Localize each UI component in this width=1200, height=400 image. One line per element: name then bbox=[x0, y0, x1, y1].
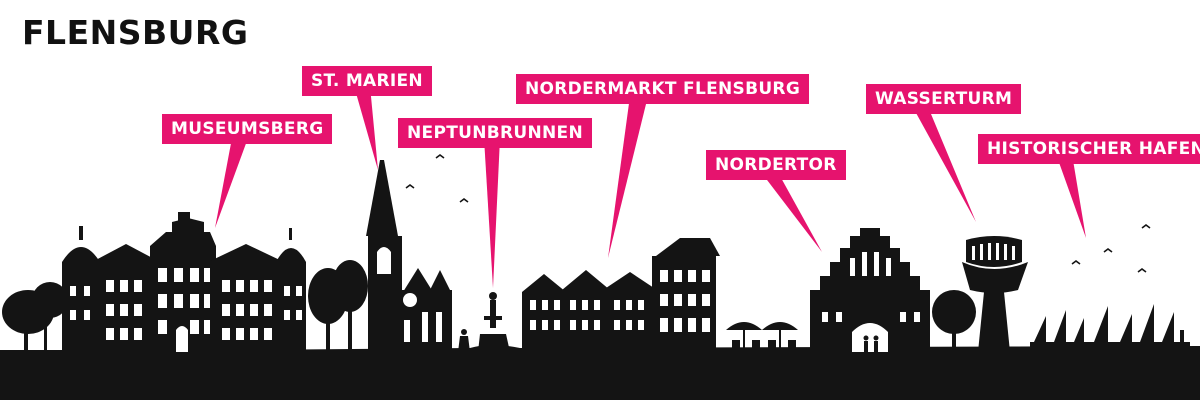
label-wasserturm: WASSERTURM bbox=[866, 84, 1022, 114]
pointer-st-marien bbox=[354, 86, 378, 170]
pointer-hafen bbox=[1056, 154, 1086, 238]
wasserturm-details bbox=[972, 243, 1015, 260]
pointer-nordermarkt bbox=[608, 96, 648, 258]
skyline-silhouette bbox=[0, 154, 1200, 400]
pointer-neptunbrunnen bbox=[484, 138, 500, 288]
sailboats-icon bbox=[1030, 304, 1190, 350]
tree-left-icon bbox=[2, 282, 68, 352]
wasserturm-icon bbox=[962, 236, 1028, 352]
pointer-museumsberg bbox=[215, 138, 248, 228]
pointer-nordertor bbox=[764, 176, 822, 252]
label-museumsberg: MUSEUMSBERG bbox=[162, 114, 333, 144]
pedestrian-icon bbox=[458, 329, 470, 352]
neptunbrunnen-fountain-icon bbox=[478, 292, 510, 352]
st-marien-windows bbox=[377, 247, 442, 342]
label-hafen: HISTORISCHER HAFEN bbox=[978, 134, 1200, 164]
tree-middle-icon bbox=[308, 260, 368, 352]
label-st-marien: ST. MARIEN bbox=[302, 66, 432, 96]
museumsberg-windows bbox=[70, 268, 302, 352]
page-title: FLENSBURG bbox=[22, 13, 249, 52]
pointer-wasserturm bbox=[910, 102, 976, 222]
label-pointers bbox=[215, 86, 1086, 288]
birds-icon bbox=[405, 154, 1151, 273]
tree-right-icon bbox=[932, 290, 976, 352]
label-nordermarkt: NORDERMARKT FLENSBURG bbox=[516, 74, 810, 104]
market-umbrellas-icon bbox=[726, 322, 798, 352]
label-neptunbrunnen: NEPTUNBRUNNEN bbox=[398, 118, 592, 148]
ground bbox=[0, 350, 1200, 400]
label-nordertor: NORDERTOR bbox=[706, 150, 846, 180]
nordertor-openings bbox=[822, 252, 920, 352]
nordermarkt-windows bbox=[530, 270, 710, 332]
nordertor-people-icon bbox=[863, 335, 879, 352]
